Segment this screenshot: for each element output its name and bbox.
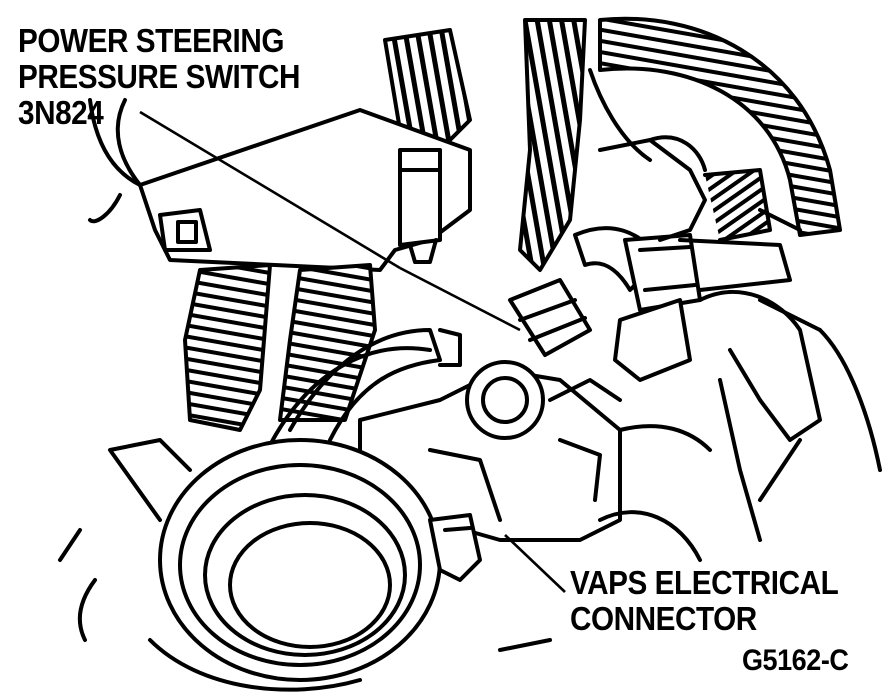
pressure-switch-callout: POWER STEERING PRESSURE SWITCH 3N824: [18, 24, 300, 132]
corrugated-hose-center: [385, 20, 585, 270]
pressure-switch-callout-line-1: POWER STEERING: [18, 22, 284, 59]
pressure-switch-callout-line-2: PRESSURE SWITCH: [18, 58, 301, 95]
pressure-switch-callout-line-3: 3N824: [18, 94, 104, 131]
leader-lines: [140, 112, 565, 592]
vaps-connector-callout-line-1: VAPS ELECTRICAL: [570, 564, 839, 601]
corrugated-hose-upper: [590, 19, 840, 235]
figure-code: G5162-C: [742, 644, 849, 677]
pump-pulley: [110, 440, 440, 690]
switch-bracket: [90, 100, 470, 270]
vaps-connector-clip: [430, 515, 480, 580]
vaps-connector-callout-line-2: CONNECTOR: [570, 600, 757, 637]
leader-line-vaps-connector: [505, 535, 565, 592]
mounting-bracket-right: [600, 292, 880, 560]
metal-tube: [270, 330, 460, 445]
leader-line-pressure-switch: [140, 112, 400, 268]
leader-line-pressure-switch-extension: [400, 268, 520, 330]
vaps-connector-callout: VAPS ELECTRICAL CONNECTOR: [570, 564, 839, 638]
corrugated-hose-left: [185, 265, 375, 430]
